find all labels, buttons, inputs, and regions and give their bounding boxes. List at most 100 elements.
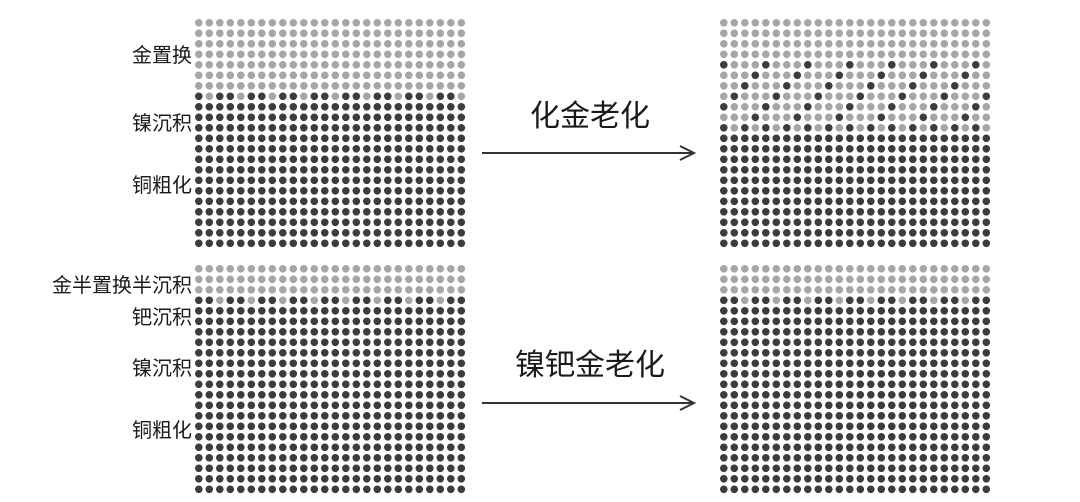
grain-dot [814, 19, 823, 27]
grain-dot [394, 391, 403, 399]
grain-dot [384, 443, 392, 452]
grain-dot [331, 412, 340, 420]
grain-dot [195, 338, 203, 347]
grain-dot [405, 338, 413, 347]
grain-dot [342, 19, 350, 27]
grain-dot [898, 19, 907, 27]
grain-dot [300, 113, 308, 122]
grain-dot [730, 145, 739, 153]
grain-dot [888, 317, 896, 326]
grain-dot [898, 422, 907, 431]
grain-dot [310, 433, 319, 441]
grain-dot [814, 275, 823, 284]
grain-dot [405, 155, 413, 164]
grain-dot [804, 307, 812, 315]
grain-dot [331, 328, 340, 336]
grain-dot [825, 265, 833, 273]
grain-dot [835, 187, 844, 195]
grain-dot [258, 380, 266, 389]
grain-dot [436, 134, 445, 143]
grain-dot [352, 475, 361, 483]
grain-dot [394, 176, 403, 185]
top-arrow-icon [482, 145, 697, 161]
grain-dot [751, 29, 760, 38]
grain-dot [342, 29, 350, 38]
grain-dot [384, 166, 392, 174]
grain-dot [856, 370, 865, 378]
grain-dot [331, 208, 340, 216]
grain-dot [363, 317, 371, 326]
grain-dot [741, 208, 749, 216]
grain-dot [846, 113, 854, 122]
grain-dot [930, 82, 938, 90]
grain-dot [720, 296, 728, 305]
grain-dot [835, 370, 844, 378]
dot-grid-svg [720, 265, 991, 494]
grain-dot [310, 82, 319, 90]
grain-dot [300, 286, 308, 294]
grain-dot [720, 19, 728, 27]
grain-dot [909, 176, 917, 185]
grain-dot [814, 380, 823, 389]
grain-dot [877, 265, 886, 273]
grain-dot [835, 71, 844, 80]
grain-dot [741, 239, 749, 248]
grain-dot [289, 391, 298, 399]
grain-dot [930, 286, 938, 294]
grain-dot [405, 328, 413, 336]
grain-dot [930, 229, 938, 237]
grain-dot [268, 124, 277, 132]
grain-dot [930, 422, 938, 431]
grain-dot [814, 145, 823, 153]
grain-dot [279, 265, 287, 273]
grain-dot [195, 433, 203, 441]
grain-dot [961, 275, 970, 284]
grain-dot [751, 370, 760, 378]
grain-dot [352, 239, 361, 248]
top-label-copper-roughening: 铜粗化 [132, 173, 192, 197]
grain-dot [835, 380, 844, 389]
grain-dot [846, 412, 854, 420]
grain-dot [825, 134, 833, 143]
grain-dot [982, 176, 991, 185]
grain-dot [982, 475, 991, 483]
grain-dot [972, 187, 980, 195]
grain-dot [447, 103, 455, 111]
grain-dot [352, 464, 361, 473]
grain-dot [447, 391, 455, 399]
grain-dot [237, 229, 245, 237]
grain-dot [373, 229, 382, 237]
grain-dot [289, 61, 298, 69]
grain-dot [447, 229, 455, 237]
grain-dot [216, 454, 224, 462]
grain-dot [195, 229, 203, 237]
grain-dot [909, 29, 917, 38]
grain-dot [793, 82, 802, 90]
grain-dot [951, 71, 959, 80]
grain-dot [814, 29, 823, 38]
grain-dot [783, 485, 791, 494]
grain-dot [195, 208, 203, 216]
grain-dot [258, 40, 266, 48]
grain-dot [205, 380, 214, 389]
grain-dot [783, 412, 791, 420]
grain-dot [741, 359, 749, 368]
grain-dot [762, 328, 770, 336]
grain-dot [877, 92, 886, 101]
grain-dot [195, 166, 203, 174]
grain-dot [720, 166, 728, 174]
grain-dot [384, 412, 392, 420]
grain-dot [268, 370, 277, 378]
grain-dot [195, 380, 203, 389]
grain-dot [741, 307, 749, 315]
grain-dot [856, 19, 865, 27]
grain-dot [888, 370, 896, 378]
grain-dot [331, 50, 340, 59]
grain-dot [898, 197, 907, 206]
grain-dot [331, 218, 340, 227]
grain-dot [289, 113, 298, 122]
grain-dot [751, 443, 760, 452]
grain-dot [793, 307, 802, 315]
grain-dot [415, 296, 424, 305]
grain-dot [951, 485, 959, 494]
